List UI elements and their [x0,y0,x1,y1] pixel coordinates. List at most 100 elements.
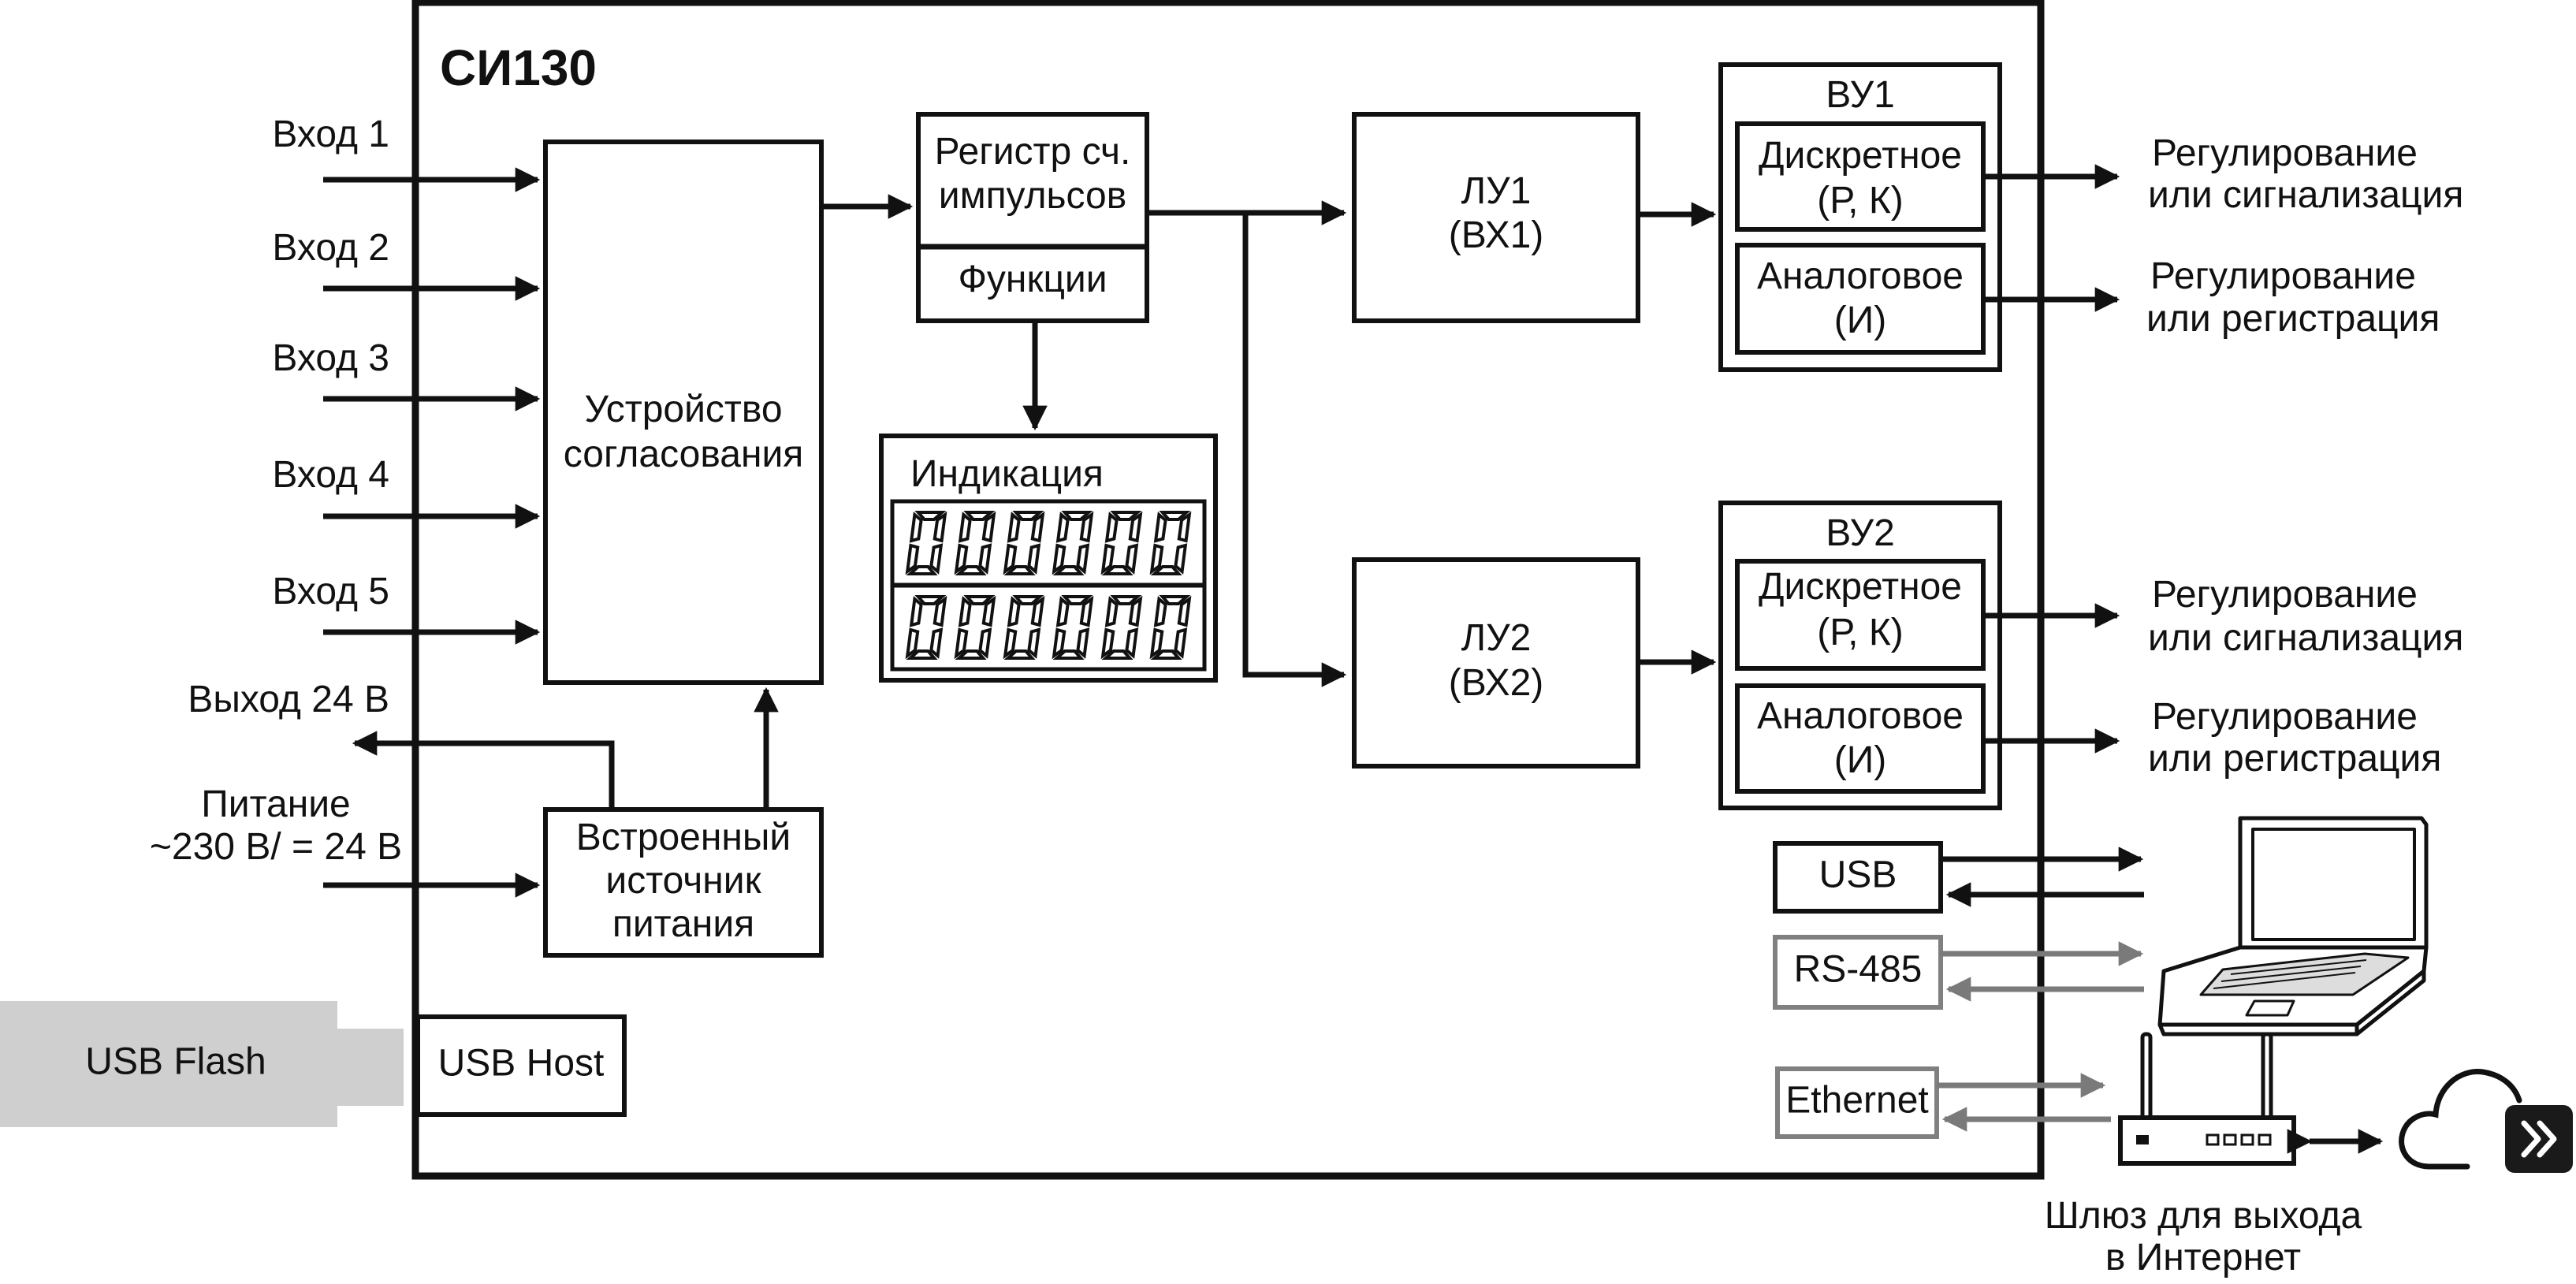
display-digit-segment [1003,565,1036,575]
display-digit-segment [1100,543,1115,575]
display-digit-segment [955,565,987,575]
display-digit-segment [914,595,947,605]
counter-block [916,112,1149,323]
display-digit [1003,511,1045,575]
display-digit-segment [1079,511,1094,543]
counter-to-lu2-arrow [1242,213,1347,687]
input-1-label: Вход 1 [272,114,389,155]
vu1-discrete-out-line2: или сигнализация [2148,174,2463,216]
display-digit-segment [1003,543,1018,575]
ethernet-block [1775,1066,1939,1139]
power-label-line2: ~230 В/ = 24 В [150,826,402,868]
display-digit-segment [1100,627,1115,660]
functions-label: Функции [958,259,1107,300]
display-digit-segment [1101,565,1134,575]
display-digit-segment [1174,627,1188,659]
vu2-analog-block [1735,683,1986,794]
display-digit [1052,595,1094,660]
display-digit-segment [1052,649,1085,660]
display-digit-segment [1076,627,1090,659]
gateway-label-line1: Шлюз для выхода [2045,1195,2362,1237]
laptop-icon [2157,816,2429,1037]
vu1-discrete-block [1735,121,1986,232]
psu-line3: питания [612,903,754,945]
display-digit [954,511,996,575]
display-digit-segment [1030,595,1045,627]
matching-device-line1: Устройство [584,389,782,430]
display-digits-row-2 [905,595,1192,660]
vu1-discrete-out-line1: Регулирование [2152,132,2418,174]
forward-icon [2505,1105,2573,1173]
display-digit [1052,511,1094,575]
psu-line2: источник [605,860,761,902]
display-digit-segment [1052,627,1067,660]
display-digit [954,595,996,660]
display-digit-segment [1027,627,1041,659]
cloud-icon [2399,1069,2522,1170]
display-digit-segment [1052,543,1067,575]
power-label-line1: Питание [201,783,350,825]
display-digit-segment [1150,565,1182,575]
display-digit-segment [978,627,992,659]
display-digit-segment [1110,511,1142,521]
vu1-analog-line2: (И) [1834,300,1886,341]
ethernet-label: Ethernet [1785,1080,1928,1122]
display-digit-segment [1149,543,1164,575]
lu2-line1: ЛУ2 [1461,617,1532,659]
display-digit-segment [1030,511,1045,543]
usb-flash-label: USB Flash [85,1041,266,1083]
input-5-label: Вход 5 [272,571,389,612]
display-digits-row-1 [905,511,1192,575]
display-digit [1100,511,1143,575]
display-digit-segment [932,511,947,543]
display-digit [1100,595,1143,660]
display-digit-segment [1003,627,1018,660]
display-digit-segment [1003,649,1036,660]
vu2-discrete-line1: Дискретное [1759,566,1962,608]
vu1-discrete-line2: (Р, К) [1817,180,1904,221]
usb-host-label: USB Host [438,1043,605,1085]
display-digit-segment [1153,596,1167,627]
display-digit-segment [1159,511,1191,521]
display-digit-segment [1125,627,1139,659]
display-digit-segment [905,627,920,660]
inputs-group: Вход 1 Вход 2 Вход 3 Вход 4 Вход 5 [272,114,541,645]
matching-device-line2: согласования [564,434,804,475]
gateway-label-line2: в Интернет [2105,1237,2301,1278]
lu1-line2: (ВХ1) [1449,214,1544,256]
display-digit-segment [1101,649,1134,660]
rs485-block [1773,935,1943,1010]
output-24v-arrow [352,731,615,809]
device-title: СИ130 [440,39,597,96]
display-digit-segment [1027,543,1041,575]
vu1-analog-line1: Аналоговое [1757,255,1964,297]
display-digit-segment [914,511,947,521]
lu1-block [1352,112,1640,323]
display-digit-segment [1174,543,1188,575]
display-digit-segment [1076,543,1090,575]
display-digit-segment [1007,512,1021,543]
matching-device-block [543,140,824,685]
usb-label: USB [1819,854,1897,896]
display-digit-segment [1055,512,1070,543]
vu1-analog-out-line1: Регулирование [2150,255,2416,297]
display-digit-segment [981,511,996,543]
display-digit-segment [1153,512,1167,543]
display-digit-segment [906,649,938,660]
display-digit-segment [963,595,996,605]
vu1-analog-out-line2: или регистрация [2146,298,2440,340]
vu2-title: ВУ2 [1826,512,1895,554]
display-digit-segment [958,512,972,543]
vu1-discrete-line1: Дискретное [1759,135,1962,177]
vu2-analog-line2: (И) [1834,739,1886,781]
display-digit-segment [1055,596,1070,627]
display-title: Индикация [910,453,1104,495]
display-digit-segment [958,596,972,627]
display-digit-segment [1061,595,1093,605]
vu2-discrete-line2: (Р, К) [1817,612,1904,653]
vu2-analog-out-line1: Регулирование [2152,696,2418,738]
input-4-label: Вход 4 [272,454,389,496]
display-digit-segment [1061,511,1093,521]
vu2-discrete-block [1735,559,1986,671]
